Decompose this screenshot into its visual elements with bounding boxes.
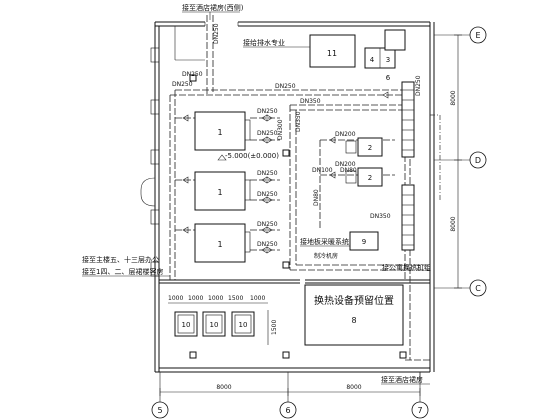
equipment-6: 6 [386, 74, 391, 82]
pipe-label-dn250-left: DN250 [172, 81, 193, 88]
pipe-label-dn350-r: DN350 [370, 213, 391, 220]
equipment-4-label: 4 [370, 56, 375, 64]
pipe-label-dn250-b6: DN250 [257, 241, 278, 248]
annotation-bottom-right: 接至酒店裙房 [381, 375, 423, 384]
equipment-1-mid-label: 1 [217, 188, 222, 197]
pipe-label-dn250-r: DN250 [415, 75, 422, 96]
manifold-right [401, 81, 415, 251]
equipment-10-b-label: 10 [210, 321, 219, 329]
dim-8000-bottom-a: 8000 [216, 384, 231, 391]
grid-label-7: 7 [417, 406, 422, 415]
annotation-left-office: 接至主楼五、十三层办公 [82, 255, 159, 264]
equipment-6-label: 6 [386, 74, 391, 82]
pipe-label-dn200-b: DN200 [335, 161, 356, 168]
grid-label-5: 5 [157, 406, 162, 415]
pipe-label-dn350-v: DN350 [295, 111, 302, 132]
annotation-top-left: 接至酒店裙房(西侧) [182, 3, 244, 12]
pipe-label-dn250-b3: DN250 [257, 170, 278, 177]
pipe-label-dn250-top: DN250 [213, 23, 220, 44]
pipe-label-dn350-top: DN350 [300, 98, 321, 105]
building-walls [140, 21, 435, 373]
pipe-label-dn250-b2: DN250 [257, 130, 278, 137]
dim-1500-v: 1500 [271, 320, 278, 335]
dim-8000-bottom-b: 8000 [346, 384, 361, 391]
pipe-label-dn100: DN100 [312, 167, 333, 174]
grid-marker-5: 5 [151, 401, 169, 419]
grid-axes: 5 6 7 E D C [151, 26, 487, 419]
pipe-label-dn200-a: DN200 [335, 131, 356, 138]
dim-1000-b: 1000 [188, 295, 203, 302]
dim-1500-a: 1500 [228, 295, 243, 302]
equipment-9-label: 9 [362, 238, 366, 246]
equipment-2-bot-label: 2 [368, 174, 372, 182]
annotations: 接至酒店裙房(西侧) 接给排水专业 -5.000(±0.000) 接地板采暖系统… [82, 3, 431, 385]
pipe-label-dn300: DN300 [277, 119, 284, 140]
annotation-left-podium: 接至1四、二、层裙楼客房 [82, 267, 163, 276]
annotation-floor-radiant: 接地板采暖系统 [300, 237, 349, 246]
dim-1000-d: 1000 [250, 295, 265, 302]
pipe-label-dn80-b: DN80 [313, 189, 320, 206]
pipe-label-dn250-top2: DN250 [182, 71, 203, 78]
dim-8000-right-b: 8000 [450, 216, 457, 231]
equipment-8-reserved: 换热设备预留位置 8 [304, 284, 404, 346]
equipment-10-a: 10 [174, 311, 198, 337]
equipment-1-mid: 1 [194, 171, 251, 211]
grid-label-C: C [475, 284, 481, 293]
pipe-label-dn80-a: DN80 [340, 167, 357, 174]
equipment-3-label: 3 [386, 56, 390, 64]
grid-label-D: D [475, 156, 481, 165]
equipment-10-b: 10 [202, 311, 226, 337]
equipment-2-top-label: 2 [368, 144, 372, 152]
pipe-labels: DN250 DN250 DN250 DN250 DN350 DN250 DN25… [172, 23, 422, 248]
dim-8000-right-a: 8000 [450, 90, 457, 105]
grid-marker-E: E [469, 26, 487, 44]
equipment-1-top: 1 [194, 111, 251, 151]
grid-marker-C: C [469, 279, 487, 297]
equipment-10-a-label: 10 [182, 321, 191, 329]
dim-1000-a: 1000 [168, 295, 183, 302]
equipment-3-4: 4 3 [364, 29, 406, 69]
grid-label-E: E [475, 31, 480, 40]
annotation-water-room: 接给排水专业 [243, 38, 285, 47]
grid-marker-D: D [469, 151, 487, 169]
annotation-heat-exchanger: 接公寓换热机组 [382, 263, 431, 272]
dim-1000-c: 1000 [208, 295, 223, 302]
grid-marker-7: 7 [411, 401, 429, 419]
pipe-network [169, 15, 441, 361]
annotation-chiller: 制冷机房 [314, 252, 338, 260]
equipment-2-bot: 2 [345, 167, 383, 187]
pipe-label-dn250-b4: DN250 [257, 191, 278, 198]
equipment-2-top: 2 [345, 137, 383, 157]
equipment-1-bot: 1 [194, 223, 251, 263]
annotation-elevation: -5.000(±0.000) [225, 152, 279, 160]
equipment-11-label: 11 [327, 49, 337, 58]
pipe-label-dn250-b1: DN250 [257, 108, 278, 115]
valves [182, 91, 389, 254]
equipment-10-c: 10 [231, 311, 255, 337]
equipment-9: 9 [349, 231, 379, 251]
equipment-1-top-label: 1 [217, 128, 222, 137]
pipe-label-dn250-b5: DN250 [257, 221, 278, 228]
equipment-10-c-label: 10 [239, 321, 248, 329]
pipe-label-dn250-mid: DN250 [275, 83, 296, 90]
equipment-1-bot-label: 1 [217, 240, 222, 249]
grid-label-6: 6 [285, 406, 290, 415]
equipment-11: 11 [309, 34, 356, 68]
equipment-8-label: 8 [351, 316, 356, 325]
reserved-area-label: 换热设备预留位置 [314, 294, 394, 307]
grid-marker-6: 6 [279, 401, 297, 419]
